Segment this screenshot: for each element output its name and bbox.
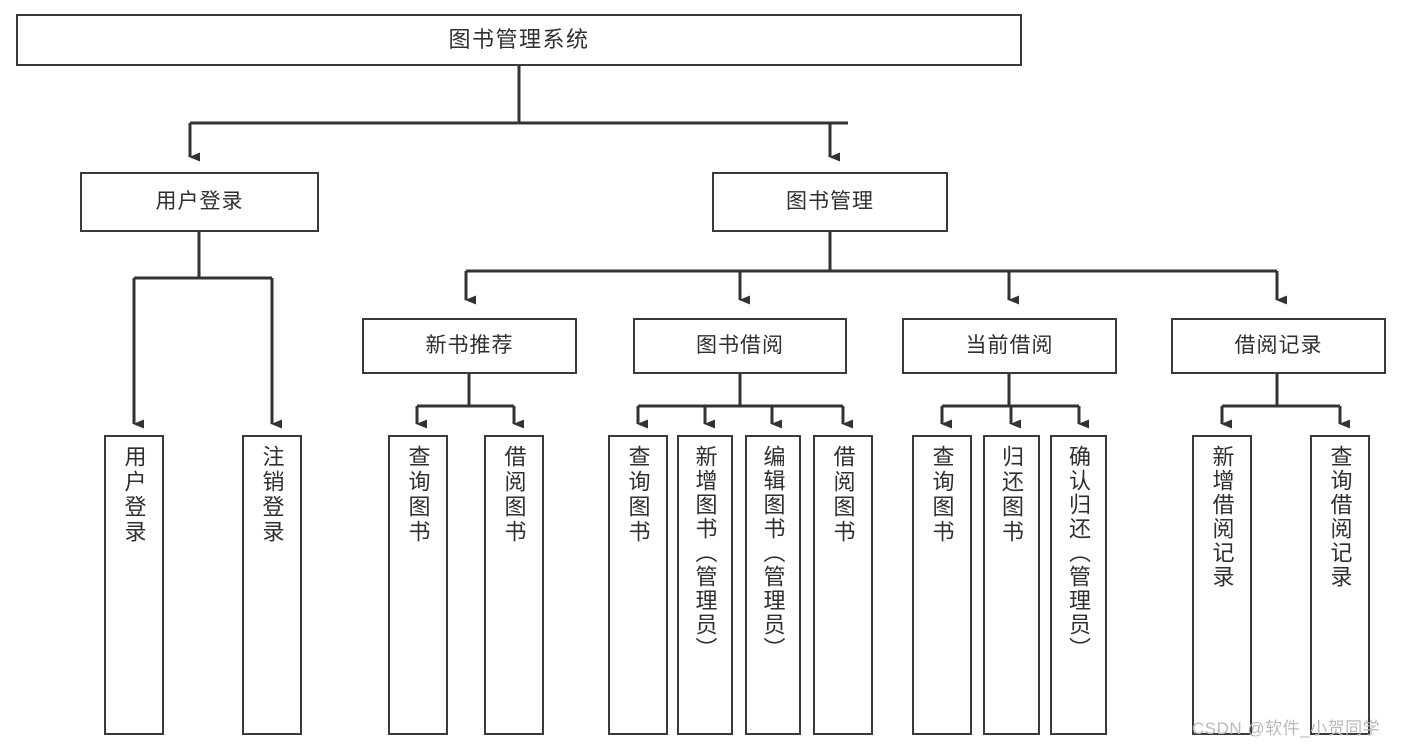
leaf-user-login[interactable]: 用户登录 [104,435,164,735]
node-borrow-record-label: 借阅记录 [1234,334,1323,358]
leaf-borrow-book-1-label: 借阅图书 [501,445,527,545]
leaf-query-book-1[interactable]: 查询图书 [388,435,448,735]
leaf-query-book-3[interactable]: 查询图书 [912,435,972,735]
leaf-confirm-return[interactable]: 确认归还（管理员） [1050,435,1107,735]
node-new-book-recommend-label: 新书推荐 [425,334,514,358]
node-current-borrow-label: 当前借阅 [965,334,1054,358]
leaf-logout-login-label: 注销登录 [259,445,285,545]
node-book-borrow-label: 图书借阅 [696,334,784,358]
leaf-add-record[interactable]: 新增借阅记录 [1192,435,1252,735]
leaf-return-book-label: 归还图书 [999,445,1025,545]
node-book-manage[interactable]: 图书管理 [712,172,948,232]
node-user-login-label: 用户登录 [155,190,244,214]
leaf-logout-login[interactable]: 注销登录 [242,435,302,735]
node-current-borrow[interactable]: 当前借阅 [902,318,1117,374]
leaf-add-record-label: 新增借阅记录 [1209,445,1235,589]
watermark: CSDN @软件_小贺同学 [1192,719,1381,738]
leaf-query-book-2[interactable]: 查询图书 [608,435,668,735]
node-new-book-recommend[interactable]: 新书推荐 [362,318,577,374]
leaf-return-book[interactable]: 归还图书 [983,435,1040,735]
leaf-user-login-label: 用户登录 [121,445,147,545]
node-root-label: 图书管理系统 [448,27,590,53]
leaf-borrow-book-2-label: 借阅图书 [830,445,856,545]
leaf-edit-book[interactable]: 编辑图书（管理员） [745,435,801,735]
leaf-query-book-1-label: 查询图书 [405,445,431,545]
node-user-login[interactable]: 用户登录 [80,172,319,232]
node-borrow-record[interactable]: 借阅记录 [1171,318,1386,374]
node-book-manage-label: 图书管理 [786,190,874,214]
leaf-confirm-return-label: 确认归还（管理员） [1066,445,1092,661]
leaf-query-book-3-label: 查询图书 [929,445,955,545]
leaf-borrow-book-2[interactable]: 借阅图书 [813,435,873,735]
leaf-borrow-book-1[interactable]: 借阅图书 [484,435,544,735]
leaf-query-record-label: 查询借阅记录 [1327,445,1353,589]
leaf-add-book-label: 新增图书（管理员） [692,445,718,661]
leaf-query-record[interactable]: 查询借阅记录 [1310,435,1370,735]
leaf-edit-book-label: 编辑图书（管理员） [760,445,786,661]
leaf-query-book-2-label: 查询图书 [625,445,651,545]
node-root[interactable]: 图书管理系统 [16,14,1022,66]
leaf-add-book[interactable]: 新增图书（管理员） [677,435,733,735]
node-book-borrow[interactable]: 图书借阅 [633,318,847,374]
